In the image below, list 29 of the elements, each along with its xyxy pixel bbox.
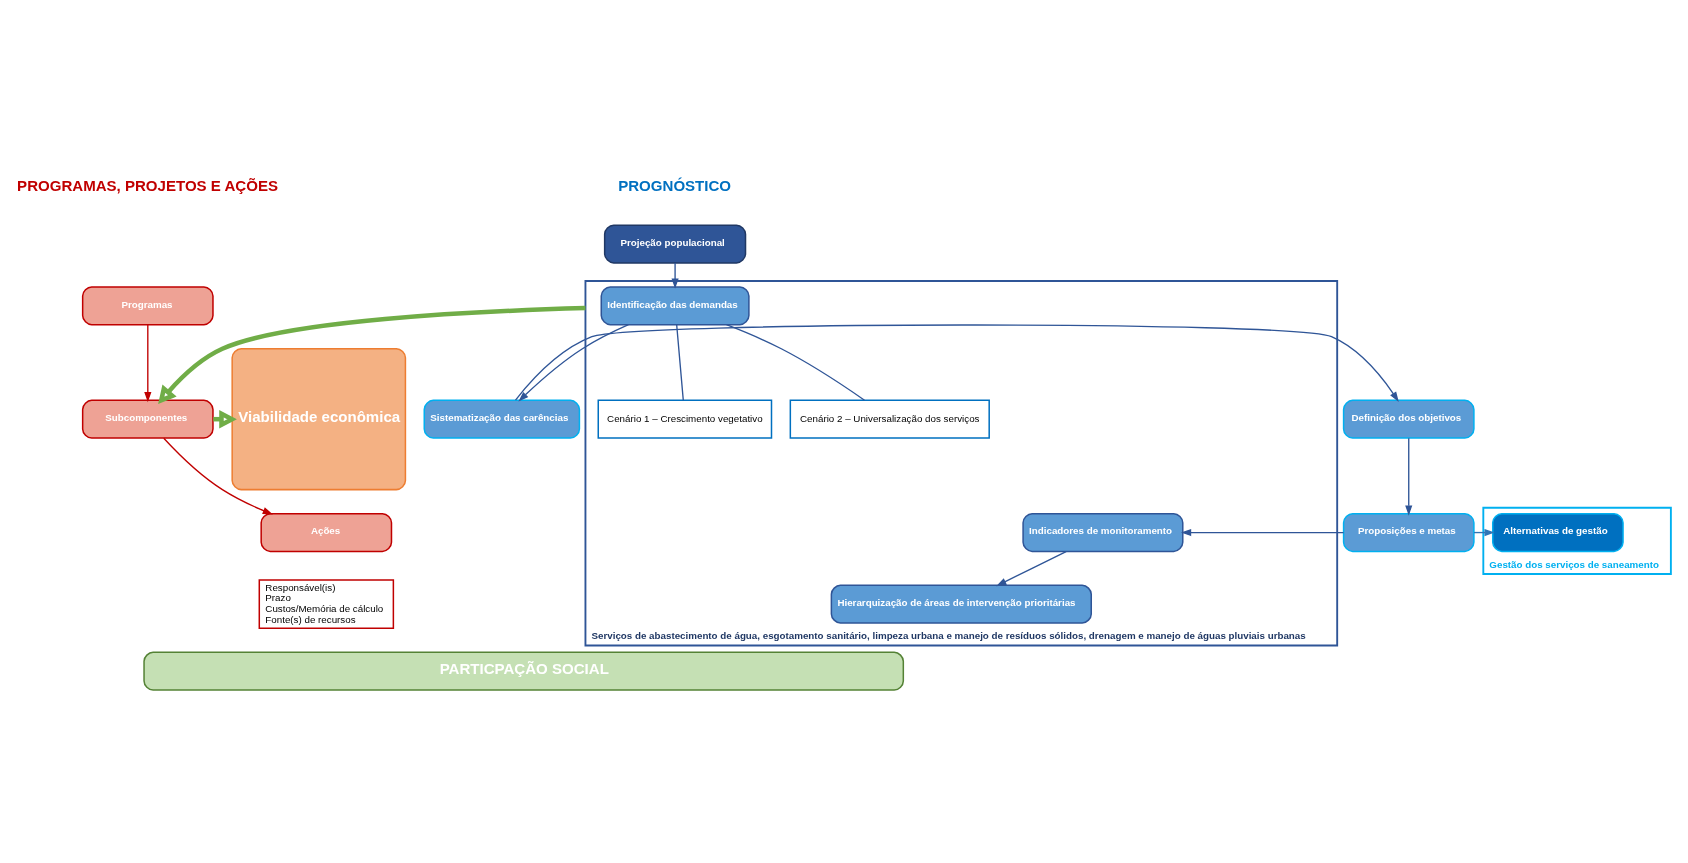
node-box: Projeção populacional	[603, 223, 747, 264]
node-box: Programas	[81, 285, 214, 325]
arrow	[518, 323, 630, 402]
label: PROGRAMAS, PROJETOS E AÇÕES	[17, 176, 278, 194]
arrow	[1405, 437, 1413, 516]
node-box: PARTICPAÇÃO SOCIAL	[143, 651, 905, 691]
arrow	[158, 305, 586, 404]
node-box: Ações	[260, 512, 393, 552]
label: PROGNÓSTICO	[618, 176, 732, 194]
node-box: Hierarquização de áreas de intervenção prioritárias	[830, 584, 1092, 624]
node-box: Cenário 2 – Universalização dos serviços	[789, 399, 990, 439]
node-box: Alternativas de gestão	[1491, 512, 1624, 552]
arrow	[671, 261, 679, 289]
node-box: Responsável(is) Prazo Custos/Memória de cálculo Fonte(s) de recursos	[258, 578, 395, 629]
node-box: Sistematização das carências	[423, 399, 581, 439]
node-box: Identificação das demandas	[600, 285, 750, 325]
connector	[676, 323, 684, 401]
node-box: Indicadores de monitoramento	[1022, 512, 1184, 552]
node-box: Proposições e metas	[1342, 512, 1475, 552]
arrow	[514, 323, 1399, 402]
connector	[725, 323, 866, 401]
arrow	[144, 323, 152, 402]
node-box: Definição dos objetivos	[1342, 399, 1475, 439]
node-box: Cenário 1 – Crescimento vegetativo	[597, 399, 773, 439]
arrow	[163, 437, 273, 514]
node-box: Subcomponentes	[81, 399, 214, 439]
arrow	[1180, 528, 1345, 536]
arrow	[996, 550, 1067, 586]
node-box: Viabilidade econômica	[231, 347, 407, 490]
